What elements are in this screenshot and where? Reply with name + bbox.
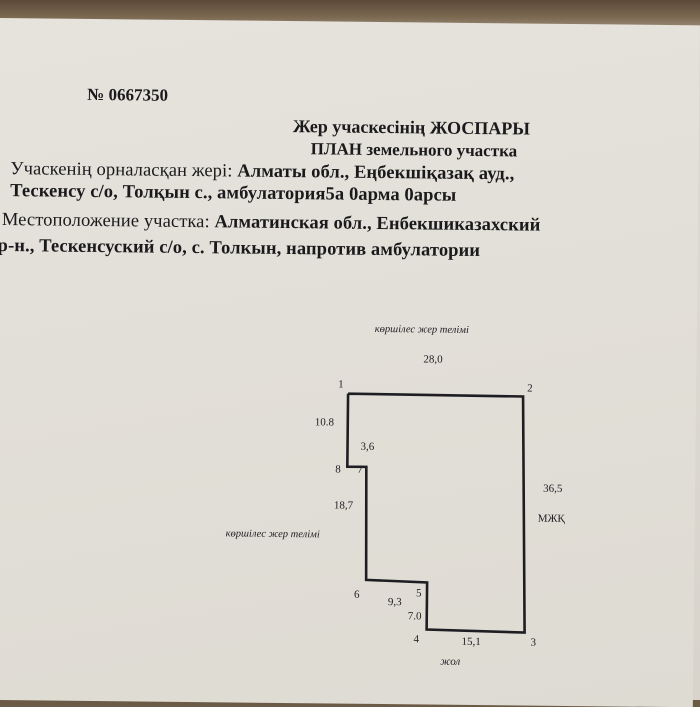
dimension-1-2: 28,0 — [423, 353, 443, 365]
point-8-label: 8 — [335, 464, 341, 476]
point-5-label: 5 — [416, 587, 422, 599]
dimension-7-6: 18,7 — [334, 500, 354, 512]
dimension-6-5: 9,3 — [388, 596, 402, 608]
document-sheet: № 0667350 Жер учаскесінің ЖОСПАРЫ ПЛАН з… — [0, 18, 700, 707]
dimension-5-4: 7.0 — [408, 610, 422, 622]
plan-drawing: көршілес жер телімі 28,0 1 2 10.8 3,6 8 … — [226, 324, 566, 668]
plot-boundary — [346, 392, 526, 634]
point-6-label: 6 — [354, 589, 360, 601]
point-1-label: 1 — [338, 379, 344, 391]
dimension-1-8: 10.8 — [315, 416, 335, 428]
point-2-label: 2 — [527, 383, 533, 395]
neighbor-top-label: көршілес жер телімі — [375, 324, 469, 336]
land-plot-plan: көршілес жер телімі 28,0 1 2 10.8 3,6 8 … — [0, 18, 700, 668]
bottom-side-label: жол — [440, 656, 460, 668]
point-7-label: 7 — [357, 464, 363, 476]
point-3-label: 3 — [530, 637, 536, 649]
dimension-2-3: 36,5 — [543, 483, 563, 495]
right-side-label: МЖҚ — [538, 513, 566, 525]
dimension-4-3: 15,1 — [461, 636, 480, 648]
neighbor-left-label: көршілес жер телімі — [226, 528, 320, 540]
dimension-8-7: 3,6 — [360, 441, 374, 453]
point-4-label: 4 — [413, 633, 419, 645]
